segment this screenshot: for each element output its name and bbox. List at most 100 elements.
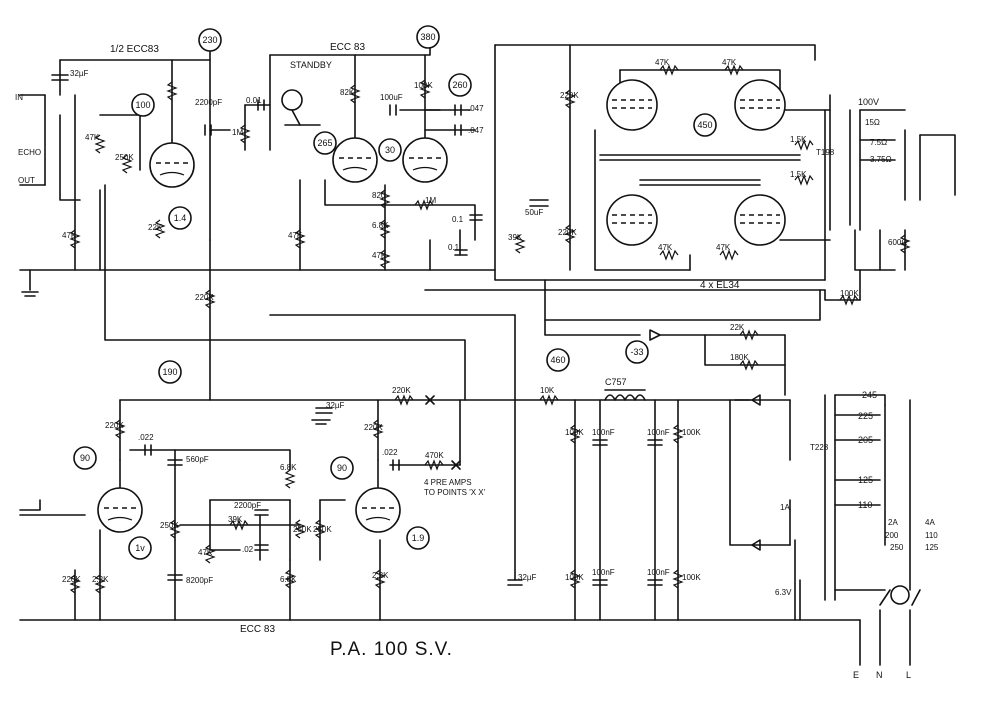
c50uf-label: 50uF: [525, 208, 543, 217]
r68k-c-label: 6.8K: [280, 575, 297, 584]
r47k-p1-label: 47K: [655, 58, 670, 67]
note-line1: 4 PRE AMPS: [424, 478, 472, 487]
r82k-label: 82K: [340, 88, 355, 97]
tube-v2-label: ECC 83: [330, 42, 365, 53]
svg-text:460: 460: [550, 355, 565, 365]
resistors: [69, 64, 911, 594]
voltage-1-9: 1.9: [406, 526, 430, 550]
svg-text:450: 450: [697, 120, 712, 130]
v63-label: 6.3V: [775, 588, 792, 597]
voltage-1v: 1v: [128, 536, 152, 560]
r220k-c-label: 220K: [195, 293, 214, 302]
voltage-100: 100: [131, 93, 155, 117]
svg-text:260: 260: [452, 80, 467, 90]
labels: 1/2 ECC83 ECC 83 4 x EL34 ECC 83 P.A. 10…: [15, 42, 939, 680]
r100k-a-label: 100K: [414, 81, 433, 90]
c047b-label: .047: [468, 126, 484, 135]
r10k-label: 10K: [540, 386, 555, 395]
r250k-b-label: 250K: [160, 521, 179, 530]
input-echo-label: ECHO: [18, 148, 41, 157]
r390-label: 39K: [508, 233, 523, 242]
standby-label: STANDBY: [290, 60, 332, 70]
r22k-d-label: 2.2K: [372, 571, 389, 580]
svg-text:30: 30: [385, 145, 395, 155]
r47k-c-label: 47K: [372, 251, 387, 260]
svg-text:-33: -33: [630, 347, 643, 357]
r220k-f-label: 220K: [105, 421, 124, 430]
r250k-c-label: 250K: [293, 525, 312, 534]
voltage-380: 380: [416, 25, 440, 49]
tap75-label: 7.5Ω: [870, 138, 887, 147]
c100nf-c-label: 100nF: [647, 428, 670, 437]
t198-label: T198: [816, 148, 835, 157]
fuse4a-label: 4A: [925, 518, 935, 527]
r47k-p3-label: 47K: [658, 243, 673, 252]
voltage-230: 230: [198, 28, 222, 52]
diodes: [649, 329, 761, 551]
ground-symbols: [21, 291, 331, 425]
mains-l: L: [906, 670, 911, 680]
standby-switch: [281, 89, 321, 126]
r100k-e-label: 100K: [682, 428, 701, 437]
r220k-e-label: 220K: [392, 386, 411, 395]
tube-v2a: [332, 137, 378, 183]
r100k-c-label: 100K: [565, 428, 584, 437]
tap375-label: 3.75Ω: [870, 155, 892, 164]
c01b-label: 0.1: [448, 243, 460, 252]
m250-label: 250: [890, 543, 904, 552]
voltage-30: 30: [378, 138, 402, 162]
voltage-1-4: 1.4: [168, 206, 192, 230]
tube-v1: [149, 142, 195, 188]
r68k-b-label: 6.8K: [280, 463, 297, 472]
r220k-h-label: 220K: [364, 423, 383, 432]
tube-v1-label: 1/2 ECC83: [110, 44, 159, 55]
schematic-title: P.A. 100 S.V.: [330, 639, 453, 660]
r100k-f-label: 100K: [682, 573, 701, 582]
m200-label: 200: [885, 531, 899, 540]
tap-205: 205: [858, 435, 873, 445]
svg-text:1.4: 1.4: [174, 213, 187, 223]
r100k-d-label: 100K: [565, 573, 584, 582]
r22k-c-label: 2.2K: [92, 575, 109, 584]
m125-label: 125: [925, 543, 939, 552]
tap100v-label: 100V: [858, 97, 879, 107]
tube-v4b: [355, 487, 401, 533]
fuse1a-label: 1A: [780, 503, 790, 512]
note-line2: TO POINTS 'X X': [424, 488, 486, 497]
power-tube-1: [606, 79, 658, 131]
mains-switch: [879, 585, 921, 606]
power-tube-label: 4 x EL34: [700, 280, 740, 291]
svg-text:190: 190: [162, 367, 177, 377]
voltage-190: 190: [158, 360, 182, 384]
junction-x-marks: [425, 395, 461, 470]
r600-label: 600Ω: [888, 238, 907, 247]
r250k-d-label: 250K: [313, 525, 332, 534]
c02-label: .02: [242, 545, 254, 554]
svg-text:230: 230: [202, 35, 217, 45]
choke-c757: [604, 389, 646, 401]
voltage-450: 450: [693, 113, 717, 137]
c001-label: 0.01: [246, 96, 262, 105]
r220k-a-label: 220K: [560, 91, 579, 100]
c100nf-d-label: 100nF: [647, 568, 670, 577]
r39k-label: 39K: [228, 515, 243, 524]
r47k-e-label: 47K: [198, 548, 213, 557]
r1m-a-label: 1M: [232, 128, 243, 137]
r47k-a-label: 47K: [85, 133, 100, 142]
c32b-label: 32µF: [326, 401, 345, 410]
c047a-label: .047: [468, 104, 484, 113]
voltage-bubbles: 230 380 260 100 265 30 1.4 450 190 460 -…: [73, 25, 717, 560]
r22k-b-label: 22K: [730, 323, 745, 332]
m110-label: 110: [925, 531, 938, 540]
t228-label: T228: [810, 443, 829, 452]
voltage-90-b: 90: [330, 456, 354, 480]
svg-text:90: 90: [80, 453, 90, 463]
voltage-90-a: 90: [73, 446, 97, 470]
voltage-minus-33: -33: [625, 340, 649, 364]
wiring-top: [19, 44, 956, 581]
r15k-b-label: 1.5K: [790, 170, 807, 179]
input-out-label: OUT: [18, 176, 35, 185]
tube-v4a: [97, 487, 143, 533]
c01a-label: 0.1: [452, 215, 464, 224]
